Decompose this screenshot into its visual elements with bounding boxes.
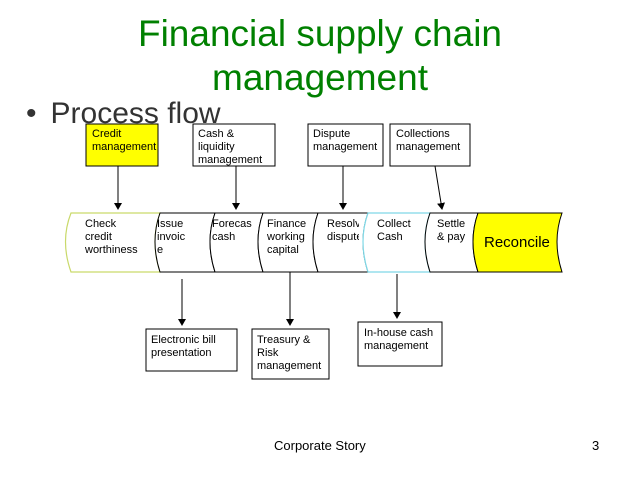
bottom-box-electronic-bill [145,328,238,372]
top-box-dispute-management [307,123,384,167]
top-box-credit-management [85,123,159,167]
title-line-1: Financial supply chain [137,13,503,54]
connector-collections [434,165,445,210]
top-box-collections-management [389,123,471,167]
bottom-box-treasury-risk [251,328,330,380]
top-box-cash-liquidity-management [192,123,276,167]
slide-title: Financial supply chain management [60,12,580,100]
stage-shape-reconcile [472,212,563,273]
bottom-box-in-house-cash [357,321,443,367]
stage-label-settle-pay: Settle& pay [437,218,466,243]
footer-text: Corporate Story [274,438,366,453]
stage-label-reconcile: Reconcile [484,234,550,251]
title-line-2: management [212,57,428,98]
page-number: 3 [592,438,600,453]
bullet-dot-icon: • [26,97,37,130]
